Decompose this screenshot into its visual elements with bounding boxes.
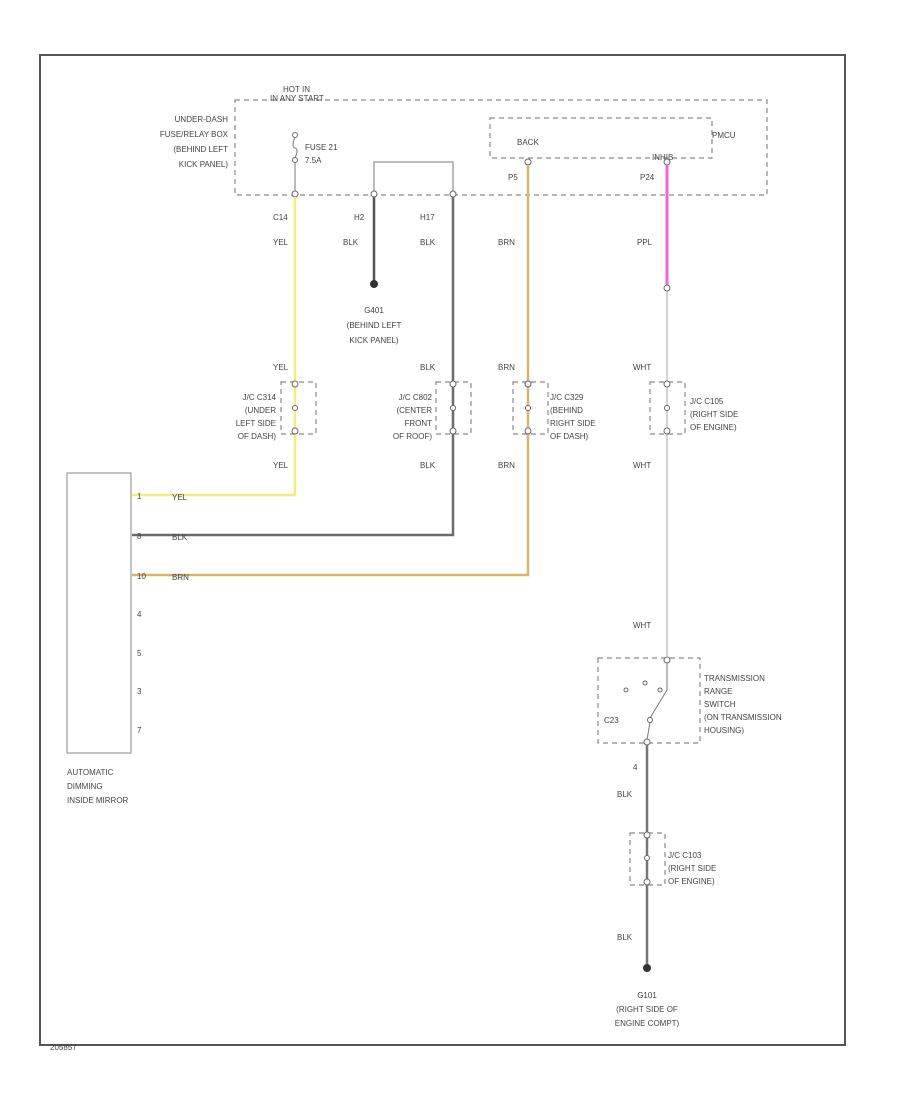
jc3-label-2: (BEHIND <box>550 406 583 415</box>
label-brn-top: BRN <box>498 238 515 247</box>
trans-label-3: SWITCH <box>704 700 736 709</box>
jc4-label-2: (RIGHT SIDE <box>690 410 738 419</box>
label-wht-low: WHT <box>633 461 651 470</box>
mirror-pin-4: 4 <box>137 610 142 619</box>
inhibit-label: INHIB <box>652 153 673 162</box>
mirror-pin-10: 10 <box>137 572 146 581</box>
label-blk-bottom: BLK <box>617 933 633 942</box>
pcm-module-box <box>489 117 713 159</box>
mirror-pin-3: 3 <box>137 687 142 696</box>
wire-yel <box>132 197 297 497</box>
fusebox-label-4: KICK PANEL) <box>179 160 229 169</box>
internal-ground-link <box>373 161 454 192</box>
mirror-component <box>66 472 132 754</box>
label-blk-mid: BLK <box>420 363 436 372</box>
mirror-pin-1: 1 <box>137 492 142 501</box>
mirror-pin-5: 5 <box>137 649 142 658</box>
ppl-wht-splice <box>663 284 671 292</box>
label-brn-mid: BRN <box>498 363 515 372</box>
mirror-label-1: AUTOMATIC <box>67 768 114 777</box>
pin-h2: H2 <box>354 213 365 222</box>
pin-h17: H17 <box>420 213 435 222</box>
pcm-label: PMCU <box>712 131 736 140</box>
jc-c314 <box>280 380 317 435</box>
label-blk-low: BLK <box>420 461 436 470</box>
jc1-label-4: OF DASH) <box>238 432 277 441</box>
label-yel-top: YEL <box>273 238 289 247</box>
g101-label-2: (RIGHT SIDE OF <box>616 1005 678 1014</box>
fuse-icon <box>292 132 298 192</box>
label-blk-switch: BLK <box>617 790 633 799</box>
pin-c14: C14 <box>273 213 288 222</box>
g401-label-2: (BEHIND LEFT <box>347 321 402 330</box>
figure-id: 205857 <box>50 1043 77 1052</box>
wire-blk <box>132 197 455 537</box>
jc1-label-2: (UNDER <box>245 406 276 415</box>
label-wht-switch: WHT <box>633 621 651 630</box>
jc3-label-3: RIGHT SIDE <box>550 419 596 428</box>
jc1-label-3: LEFT SIDE <box>236 419 276 428</box>
label-blk-h: BLK <box>172 533 188 542</box>
fuse-label-1: FUSE 21 <box>305 143 338 152</box>
label-brn-h: BRN <box>172 573 189 582</box>
pin-p5: P5 <box>508 173 518 182</box>
label-blk-top-2: BLK <box>420 238 436 247</box>
back-label: BACK <box>517 138 539 147</box>
label-blk-top: BLK <box>343 238 359 247</box>
jc2-label-4: OF ROOF) <box>393 432 432 441</box>
hot-in-label-2: IN ANY START <box>270 94 324 103</box>
mirror-label-3: INSIDE MIRROR <box>67 796 129 805</box>
connector-icon <box>291 158 671 198</box>
g101-label-1: G101 <box>637 991 657 1000</box>
jc5-label-3: OF ENGINE) <box>668 877 715 886</box>
g401-label-3: KICK PANEL) <box>349 336 399 345</box>
jc-c329 <box>512 380 549 435</box>
jc-c103 <box>629 831 666 886</box>
ground-icon <box>370 280 378 288</box>
switch-icon <box>623 656 671 746</box>
jc1-label-1: J/C C314 <box>243 393 277 402</box>
diagram-frame <box>39 54 846 1046</box>
fusebox-label-2: FUSE/RELAY BOX <box>160 130 229 139</box>
trans-label-5: HOUSING) <box>704 726 744 735</box>
jc3-label-1: J/C C329 <box>550 393 584 402</box>
label-wht-mid: WHT <box>633 363 651 372</box>
ground-icon-g101 <box>643 964 651 972</box>
label-brn-low: BRN <box>498 461 515 470</box>
pin-p24: P24 <box>640 173 655 182</box>
jc2-label-2: (CENTER <box>396 406 432 415</box>
jc4-label-3: OF ENGINE) <box>690 423 737 432</box>
jc5-label-1: J/C C103 <box>668 851 702 860</box>
g401-label-1: G401 <box>364 306 384 315</box>
label-yel-h: YEL <box>172 493 188 502</box>
jc-c802 <box>435 380 472 435</box>
label-ppl: PPL <box>637 238 653 247</box>
label-yel-mid: YEL <box>273 363 289 372</box>
mirror-label-2: DIMMING <box>67 782 103 791</box>
mirror-pin-7: 7 <box>137 726 142 735</box>
trans-pin: 4 <box>633 763 638 772</box>
label-yel-low: YEL <box>273 461 289 470</box>
fuse-label-2: 7.5A <box>305 156 322 165</box>
jc3-label-4: OF DASH) <box>550 432 589 441</box>
wire-brn <box>132 165 530 577</box>
g101-label-3: ENGINE COMPT) <box>615 1019 680 1028</box>
fusebox-label-1: UNDER-DASH <box>175 115 229 124</box>
hot-in-label: HOT IN <box>283 85 310 94</box>
trans-label-4: (ON TRANSMISSION <box>704 713 782 722</box>
trans-label-1: TRANSMISSION <box>704 674 765 683</box>
fuse-relay-box <box>234 99 768 196</box>
fusebox-label-3: (BEHIND LEFT <box>173 145 228 154</box>
jc4-label-1: J/C C105 <box>690 397 724 406</box>
trans-connector: C23 <box>604 716 619 725</box>
jc2-label-1: J/C C802 <box>399 393 433 402</box>
jc-c105 <box>649 380 686 435</box>
trans-label-2: RANGE <box>704 687 732 696</box>
mirror-pin-8: 8 <box>137 532 142 541</box>
jc2-label-3: FRONT <box>404 419 432 428</box>
jc5-label-2: (RIGHT SIDE <box>668 864 716 873</box>
